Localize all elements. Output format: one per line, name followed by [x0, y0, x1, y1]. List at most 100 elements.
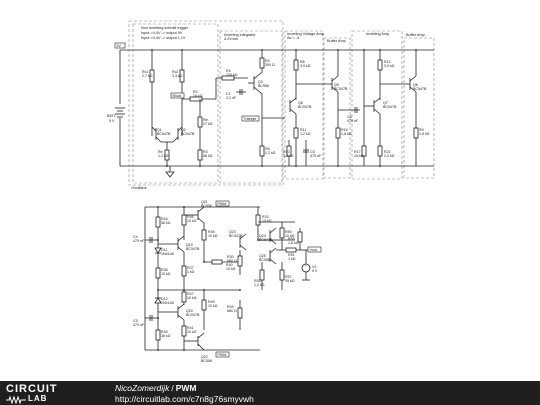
resistor-r11	[293, 114, 299, 166]
resistor-r45	[155, 318, 161, 350]
resistor-r40	[204, 259, 240, 265]
schmitt-line-2: Input <0,4V -> output 1,1V	[141, 36, 186, 40]
author-name[interactable]: NicoZomerdijk	[115, 383, 170, 393]
resistor-r44	[155, 207, 161, 240]
voltage-amp-box	[284, 30, 324, 180]
vout-tag	[300, 246, 322, 253]
source-v2: +	[301, 250, 311, 281]
svg-text:+: +	[305, 264, 307, 268]
block-tag-label: Block	[173, 94, 182, 98]
vcc-tag-label: 9V	[117, 44, 122, 48]
integrator-box	[219, 30, 283, 184]
resistor-r57	[279, 262, 285, 290]
circuitlab-logo[interactable]: CIRCUIT LAB	[6, 383, 96, 404]
transistor-q9	[296, 50, 339, 93]
credit-separator: /	[171, 383, 174, 393]
pwm-tag-top	[215, 200, 230, 207]
transistor-q6	[380, 50, 417, 93]
resistor-r4	[215, 75, 248, 99]
resistor-r10	[286, 140, 292, 166]
buffer-amp-1-title: Buffer Amp	[327, 39, 346, 43]
inverting-amp-title: Inverting Amp	[366, 32, 389, 36]
resistor-r49	[201, 290, 207, 330]
resistor-r41	[181, 320, 187, 350]
resistor-r5	[259, 50, 265, 72]
transistor-q20	[158, 303, 185, 321]
resistor-r3	[197, 140, 203, 166]
block-tag	[170, 92, 185, 99]
schmitt-title: Non inverting schmitt trigger	[141, 26, 189, 30]
vcc-tag	[114, 42, 126, 49]
resistor-re	[164, 149, 170, 161]
resistor-rin	[197, 99, 203, 140]
resistor-r59	[297, 228, 303, 250]
capacitor-c5-bottom	[145, 315, 158, 321]
buffer-amp-2-title: Buffer Amp	[406, 33, 425, 37]
transistor-q19	[158, 235, 185, 253]
pwm-tag-top-label: PWM	[218, 202, 227, 206]
logo-wordmark-top: CIRCUIT	[6, 383, 58, 395]
resistor-r38	[155, 262, 161, 290]
resistor-r2	[182, 96, 216, 102]
resistor-rc1	[149, 50, 155, 136]
pwm-tag-bottom	[215, 351, 230, 358]
transistor-q21	[184, 206, 205, 224]
logo-wordmark-bottom: LAB	[28, 394, 48, 403]
battery-value: 9 V	[109, 119, 115, 123]
circuit-credit: NicoZomerdijk/PWM	[115, 383, 196, 393]
transistor-q22	[184, 332, 205, 351]
triangle-tag-label: Triangle	[244, 117, 257, 121]
transistor-q8	[289, 97, 297, 115]
circuit-title[interactable]: PWM	[175, 383, 197, 393]
resistor-r47	[181, 290, 187, 305]
resistor-r50	[279, 222, 285, 250]
transistor-q2	[172, 126, 183, 143]
schmitt-trigger-box	[132, 23, 219, 184]
battery-label: BAT1	[107, 114, 116, 118]
triangle-tag	[241, 115, 260, 122]
resistor-r39	[237, 300, 243, 330]
schematic-canvas: Non inverting schmitt trigger Input >4,4…	[107, 20, 435, 363]
buffer-amp-2-box	[403, 37, 435, 179]
transistor-q24	[269, 227, 277, 245]
circuit-url-link[interactable]: http://circuitlab.com/c7n8g76smyvwh	[115, 394, 254, 404]
transistor-q25	[269, 247, 277, 265]
capacitor-c4	[145, 237, 158, 243]
resistor-r21	[377, 114, 383, 166]
